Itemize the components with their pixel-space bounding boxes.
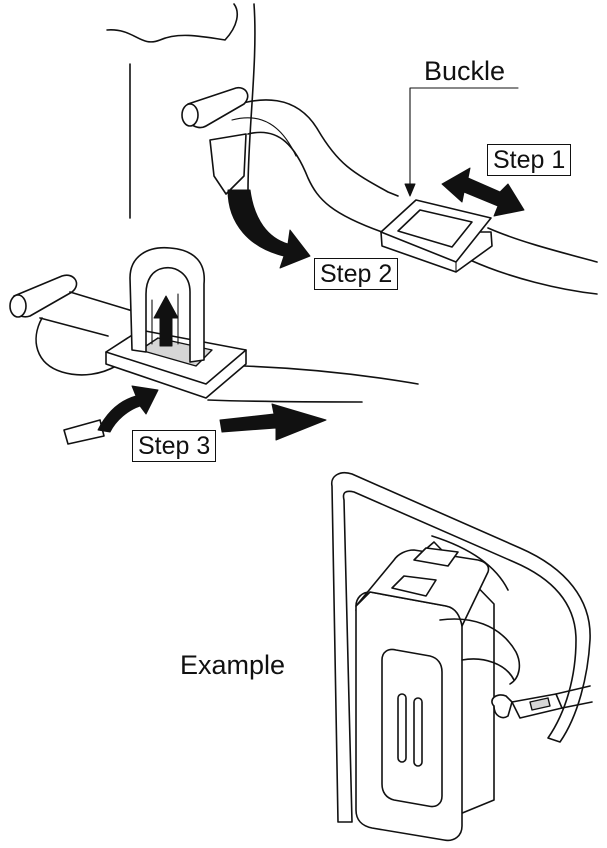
step2-label: Step 2 — [314, 258, 399, 290]
buckle-label: Buckle — [424, 56, 506, 86]
strap2-top-edge — [243, 365, 419, 385]
strap2-bottom-edge — [207, 399, 363, 403]
strap-fold-line — [231, 117, 297, 157]
step2-arrow — [227, 189, 311, 269]
clip-roll — [181, 103, 199, 127]
example-plate-groove-2 — [413, 697, 423, 767]
strap-tail-end — [63, 419, 105, 445]
example-illustration — [330, 471, 593, 842]
buckle-leader-arrowhead — [404, 183, 416, 197]
step3-illustration — [9, 246, 419, 445]
strap-bottom-edge — [247, 131, 598, 295]
buckle-leader-line — [409, 87, 519, 193]
step3-right-arrow — [219, 403, 327, 441]
strap-upright-inner — [151, 293, 179, 345]
example-label: Example — [180, 650, 286, 680]
step1-step2-illustration — [106, 3, 598, 295]
clip2-strap-lines — [39, 291, 137, 337]
example-strap-front — [431, 535, 521, 685]
example-top-slot-2 — [391, 575, 437, 597]
step3-up-arrow — [153, 295, 179, 347]
example-side-strap — [555, 685, 593, 709]
strap-end-flap — [209, 133, 247, 195]
body-outline — [106, 3, 239, 43]
example-strap-back — [330, 471, 591, 823]
example-strap-tip — [491, 694, 513, 719]
step3-curved-arrow — [97, 385, 159, 433]
example-label-plate — [381, 648, 443, 808]
strap-upright-loop — [129, 246, 205, 363]
body-side-line-right — [247, 3, 256, 191]
buckle-window — [397, 209, 473, 248]
step1-arrow — [441, 167, 525, 217]
example-strap-front-2 — [461, 658, 515, 681]
step3-label: Step 3 — [132, 430, 217, 462]
example-top-slot-1 — [413, 547, 459, 567]
clip2-roll — [9, 294, 27, 318]
example-plate-groove-1 — [397, 693, 407, 763]
step1-label: Step 1 — [487, 144, 572, 176]
strap-loop-under — [35, 317, 117, 376]
example-side-buckle-window — [529, 697, 551, 711]
strap-top-edge — [217, 99, 598, 263]
